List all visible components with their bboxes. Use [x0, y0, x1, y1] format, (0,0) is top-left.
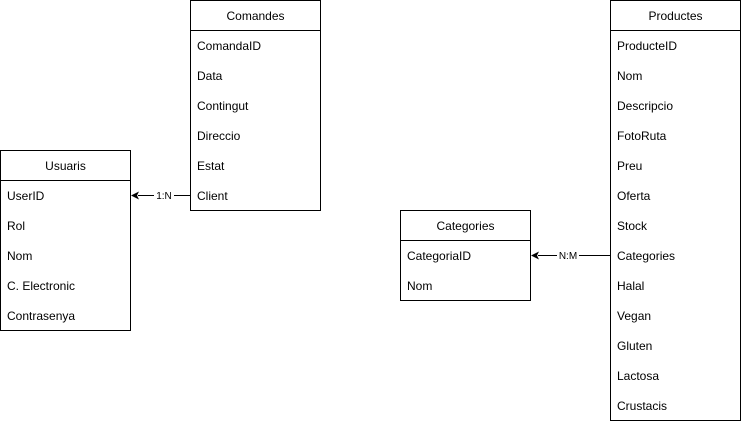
- field-lactosa[interactable]: Lactosa: [617, 369, 660, 383]
- arrowhead-icon: [531, 251, 539, 260]
- edge-label: N:M: [559, 251, 577, 262]
- field-contrasenya[interactable]: Contrasenya: [7, 309, 76, 323]
- field-oferta[interactable]: Oferta: [617, 189, 651, 203]
- entity-categories[interactable]: Categories CategoriaID Nom: [400, 210, 531, 301]
- field-client[interactable]: Client: [197, 189, 228, 203]
- entity-title: Productes: [611, 1, 740, 31]
- field-foto-ruta[interactable]: FotoRuta: [617, 129, 667, 143]
- entity-usuaris[interactable]: Usuaris UserID Rol Nom C. Electronic Con…: [0, 150, 131, 331]
- field-nom[interactable]: Nom: [617, 69, 643, 83]
- field-stock[interactable]: Stock: [617, 219, 648, 233]
- field-halal[interactable]: Halal: [617, 279, 645, 293]
- field-estat[interactable]: Estat: [197, 159, 225, 173]
- field-direccio[interactable]: Direccio: [197, 129, 241, 143]
- field-rol[interactable]: Rol: [7, 219, 26, 233]
- entity-title: Comandes: [191, 1, 320, 31]
- field-crustacis[interactable]: Crustacis: [617, 399, 668, 413]
- field-c-electronic[interactable]: C. Electronic: [7, 279, 76, 293]
- field-descripcio[interactable]: Descripcio: [617, 99, 674, 113]
- field-preu[interactable]: Preu: [617, 159, 643, 173]
- field-nom[interactable]: Nom: [407, 279, 433, 293]
- field-vegan[interactable]: Vegan: [617, 309, 652, 323]
- edge-client-to-user[interactable]: 1:N: [131, 189, 190, 202]
- field-user-id[interactable]: UserID: [7, 189, 45, 203]
- field-gluten[interactable]: Gluten: [617, 339, 653, 353]
- field-producte-id[interactable]: ProducteID: [617, 39, 678, 53]
- field-categoria-id[interactable]: CategoriaID: [407, 249, 472, 263]
- entity-title: Usuaris: [1, 151, 130, 181]
- field-comanda-id[interactable]: ComandaID: [197, 39, 262, 53]
- arrowhead-icon: [131, 191, 139, 200]
- entity-comandes[interactable]: Comandes ComandaID Data Contingut Direcc…: [190, 0, 321, 211]
- entity-title: Categories: [401, 211, 530, 241]
- field-categories[interactable]: Categories: [617, 249, 676, 263]
- edge-label-bg: [154, 189, 174, 202]
- field-nom[interactable]: Nom: [7, 249, 33, 263]
- field-contingut[interactable]: Contingut: [197, 99, 249, 113]
- field-data[interactable]: Data: [197, 69, 223, 83]
- edge-product-category[interactable]: N:M: [531, 249, 610, 262]
- entity-productes[interactable]: Productes ProducteID Nom Descripcio Foto…: [610, 0, 741, 421]
- edge-label: 1:N: [156, 191, 172, 202]
- edge-label-bg: [557, 249, 579, 262]
